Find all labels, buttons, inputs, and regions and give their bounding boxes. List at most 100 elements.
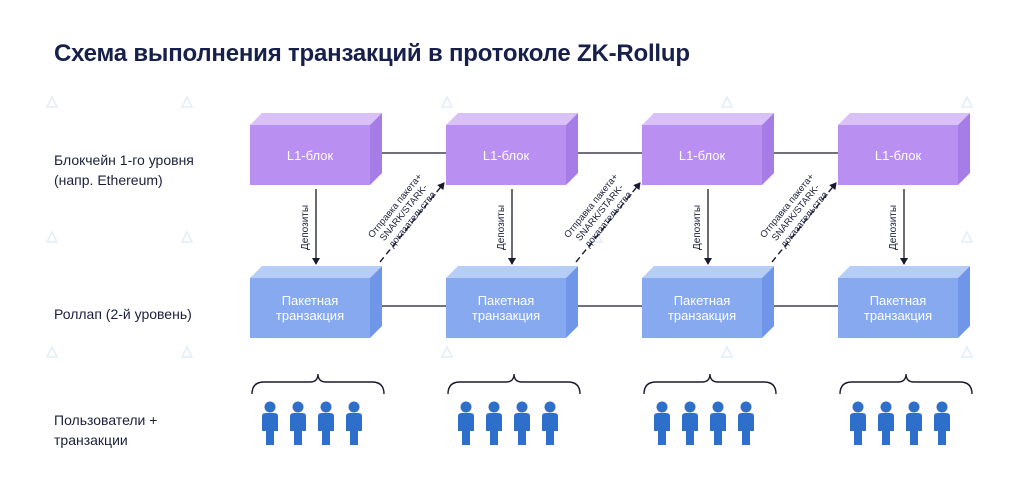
l1-block-top [250,113,382,125]
user-icon [346,401,362,445]
brace-icon [643,373,777,395]
l1-block-side [958,113,970,185]
batch-block-label-line: транзакция [472,308,540,323]
user-icon [906,401,922,445]
brace-icon [251,373,385,395]
user-icon-body [486,413,502,445]
l1-block-label: L1-блок [875,148,922,163]
deposit-label: Депозиты [496,205,507,250]
l1-block-side [370,113,382,185]
l1-block-front [838,125,958,185]
user-icon-head [712,401,724,413]
user-icon-head [488,401,500,413]
l1-block [838,113,970,185]
network-watermark-icon [180,95,194,109]
user-icon [878,401,894,445]
network-watermark-icon [440,95,454,109]
user-icon-head [684,401,696,413]
user-icon [710,401,726,445]
l1-block-front [250,125,370,185]
user-icon [290,401,306,445]
brace-icon [447,373,581,395]
user-icon-body [878,413,894,445]
row-label-users-line-2: транзакции [54,432,128,448]
user-icon [738,401,754,445]
user-icon-body [262,413,278,445]
user-icon-body [934,413,950,445]
batch-block-side [566,266,578,338]
user-icon-body [346,413,362,445]
batch-block-top [250,266,382,278]
network-watermark-icon [45,230,59,244]
row-label-l1: Блокчейн 1-го уровня (напр. Ethereum) [54,150,194,190]
network-watermark-icon [960,230,974,244]
deposit-label: Депозиты [692,205,703,250]
l1-block-label: L1-блок [679,148,726,163]
user-icon-body [458,413,474,445]
page-title: Схема выполнения транзакций в протоколе … [54,40,690,67]
batch-block-side [762,266,774,338]
network-watermark-icon [45,95,59,109]
labels-layer: Депозиты Отправка пакета+SNARK/STARK-дока… [276,148,932,323]
batch-block-label-line: транзакция [668,308,736,323]
row-label-l1-line-2: (напр. Ethereum) [54,172,163,188]
user-icon-head [880,401,892,413]
proof-label: Отправка пакета+SNARK/STARK-доказательст… [366,171,442,254]
proof-arrow [575,182,641,263]
l1-block-label: L1-блок [287,148,334,163]
proof-label: Отправка пакета+SNARK/STARK-доказательст… [758,171,834,254]
l1-block-top [642,113,774,125]
user-icon [682,401,698,445]
user-icon-head [936,401,948,413]
user-icon-head [292,401,304,413]
batch-block-front [446,278,566,338]
user-icon [458,401,474,445]
user-icon-body [290,413,306,445]
users-layer [262,401,950,445]
network-watermark-icon [180,230,194,244]
network-watermark-icon [960,345,974,359]
batch-block-front [250,278,370,338]
batch-block-front [642,278,762,338]
user-icon-body [850,413,866,445]
batch-block [642,266,774,338]
row-label-rollup-line-1: Роллап (2-й уровень) [54,306,192,322]
user-icon [318,401,334,445]
user-icon-head [516,401,528,413]
proof-arrow [379,182,445,263]
l1-block-front [446,125,566,185]
l1-block-side [566,113,578,185]
user-icon-body [514,413,530,445]
batch-block [250,266,382,338]
user-icon-body [318,413,334,445]
network-watermark-icon [440,345,454,359]
batch-block [838,266,970,338]
user-icon-head [320,401,332,413]
batch-block-label-line: Пакетная [478,293,535,308]
batch-block-side [958,266,970,338]
network-watermark-icon [720,345,734,359]
batch-block-label-line: транзакция [864,308,932,323]
user-icon [934,401,950,445]
connectors-layer [251,152,973,395]
user-icon-head [544,401,556,413]
deposit-label: Депозиты [888,205,899,250]
l1-block-label: L1-блок [483,148,530,163]
batch-block-front [838,278,958,338]
user-icon-body [654,413,670,445]
user-icon-head [656,401,668,413]
l1-block-front [642,125,762,185]
network-watermark-icon [590,230,604,244]
brace-icon [839,373,973,395]
batch-block-top [838,266,970,278]
user-icon [486,401,502,445]
user-icon [850,401,866,445]
row-label-users-line-1: Пользователи + [54,412,158,428]
batch-block-label-line: транзакция [276,308,344,323]
batch-block-label-line: Пакетная [282,293,339,308]
batch-block-top [642,266,774,278]
l1-block-top [446,113,578,125]
